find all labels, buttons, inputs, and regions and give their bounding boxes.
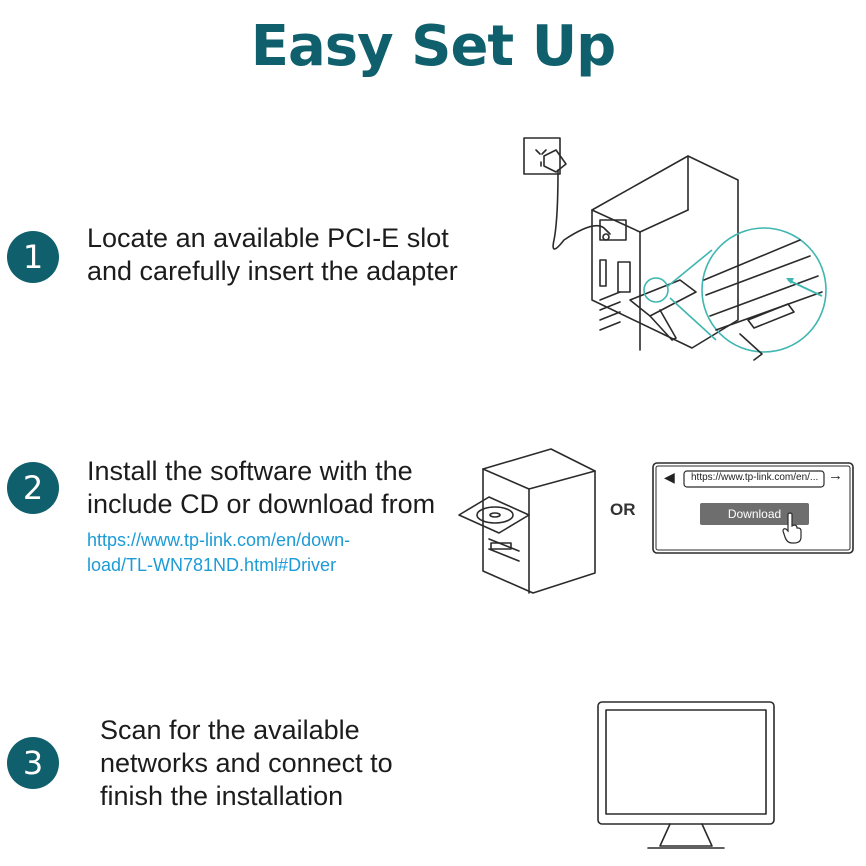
step-2-number: 2 xyxy=(7,462,59,514)
pc-tower-pcie-illustration xyxy=(523,137,827,361)
step-2-text: Install the software with the include CD… xyxy=(87,456,436,519)
computer-monitor-illustration xyxy=(597,701,775,849)
step-3-text: Scan for the available networks and conn… xyxy=(100,715,393,811)
driver-download-link[interactable]: https://www.tp-link.com/en/down- load/TL… xyxy=(87,530,351,575)
step-1-number: 1 xyxy=(7,231,59,283)
step-3-number: 3 xyxy=(7,737,59,789)
hand-cursor-icon xyxy=(782,512,802,544)
pc-with-cd-tray-illustration xyxy=(458,448,596,594)
back-arrow-icon[interactable]: ◀ xyxy=(664,469,675,485)
or-label: OR xyxy=(610,500,636,519)
page-title: Easy Set Up xyxy=(250,14,617,79)
download-button[interactable]: Download xyxy=(700,503,809,525)
forward-arrow-icon[interactable]: → xyxy=(828,467,843,484)
step-1-text: Locate an available PCI-E slot and caref… xyxy=(87,223,458,286)
browser-url-bar[interactable]: https://www.tp-link.com/en/... xyxy=(691,472,819,483)
